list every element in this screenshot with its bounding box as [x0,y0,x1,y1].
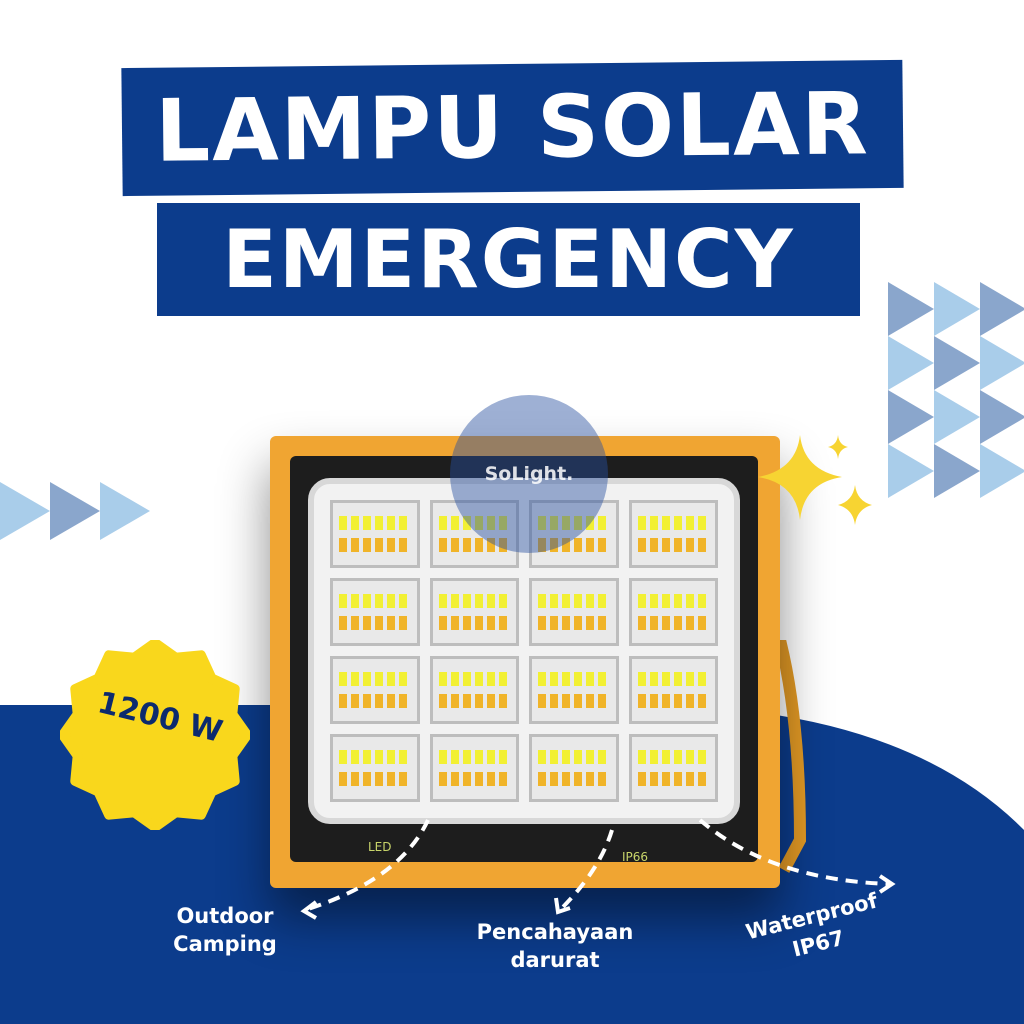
led-module [429,656,519,724]
triangle-shape [980,390,1024,444]
feature-outdoor-camping: Outdoor Camping [150,902,300,958]
lamp-stand [774,640,807,873]
led-module [330,500,420,568]
feature-label: Outdoor [176,904,274,928]
ip66-label: IP66 [621,850,648,864]
solight-logo: SoLight. [450,395,608,553]
led-module [628,656,718,724]
title-line-2: EMERGENCY [157,203,860,316]
solar-floodlight-product: LED IP66 [270,436,780,888]
logo-text: SoLight. [484,463,574,485]
triangle-pattern-decoration [888,282,1024,498]
triangle-shape [888,282,934,336]
led-module [529,500,619,568]
feature-label: darurat [510,948,600,972]
led-module [529,578,619,646]
triangle-shape [980,336,1024,390]
triangle-shape [934,390,980,444]
led-panel [308,478,740,824]
led-module [330,578,420,646]
led-module [529,656,619,724]
triangle-shape [934,444,980,498]
triangle-shape [980,444,1024,498]
triangle-shape [888,444,934,498]
triangle-shape [934,282,980,336]
triangle-shape [934,336,980,390]
led-module [628,578,718,646]
led-module [429,734,519,802]
led-module [529,734,619,802]
triangle-shape [888,336,934,390]
sparkle-icon [758,435,872,525]
triangle-shape [980,282,1024,336]
led-module [628,734,718,802]
led-module [429,578,519,646]
led-module [330,656,420,724]
led-module [628,500,718,568]
led-module [429,500,519,568]
feature-label: Pencahayaan [476,920,634,944]
led-label: LED [368,840,392,854]
arrow-chevrons-decoration [0,482,150,540]
feature-emergency-lighting: Pencahayaan darurat [450,918,660,974]
badge-starburst [60,640,250,830]
triangle-shape [888,390,934,444]
led-module [330,734,420,802]
feature-label: Camping [173,932,277,956]
